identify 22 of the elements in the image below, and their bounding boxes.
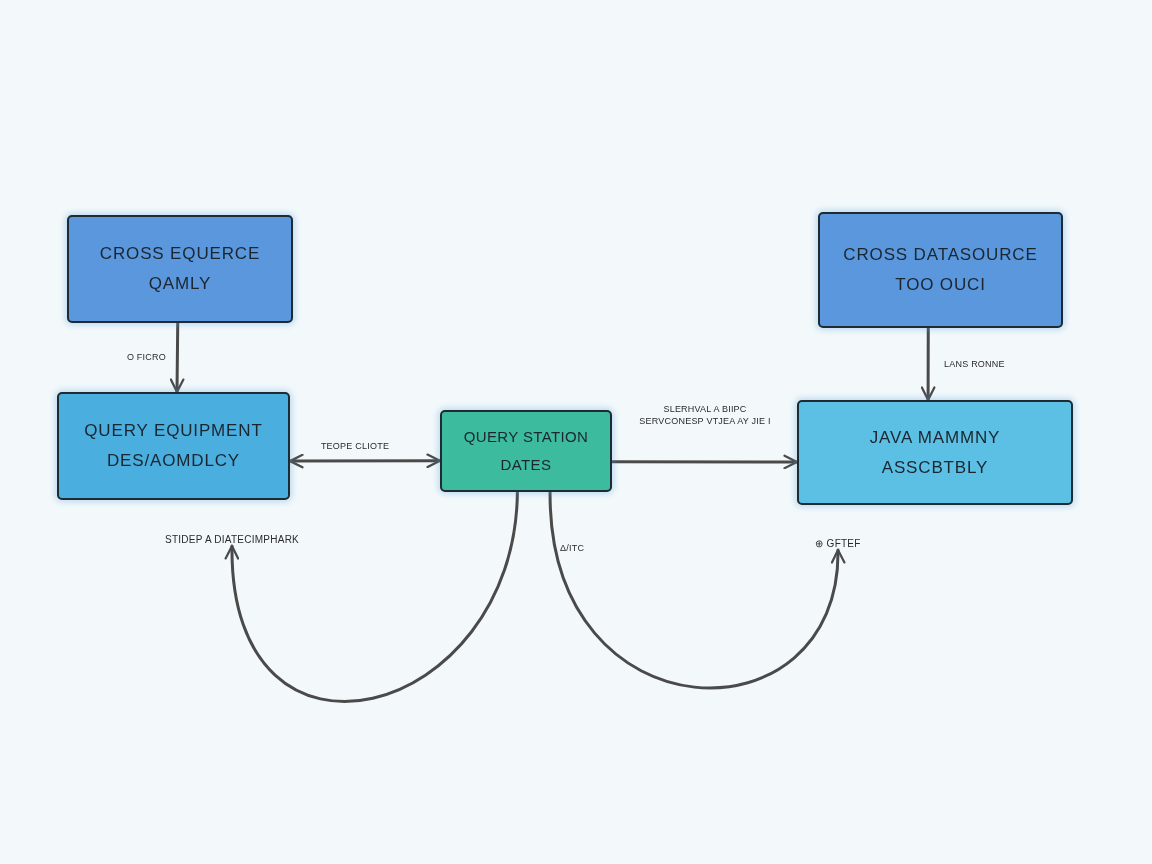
annotation-text: ⊕ GFTEF [815,537,861,550]
arrow [610,454,799,470]
process-box [67,215,293,323]
arrow [920,326,936,402]
arrow [169,321,185,394]
annotation-text: STIDEP A DIATECIMPHARK [164,533,300,546]
box-text: JAVA MAMMNY ASSCBTBLY [868,426,1002,479]
box-text: QUERY STATION DATES [462,427,590,475]
edge-label: LANS RONNE [942,358,1007,370]
double-arrow [288,453,442,469]
edge-label: TEOPE CLIOTE [318,440,392,452]
curved-arrow [548,490,844,689]
edge-label: Δ/ITC [558,542,587,554]
edge-label: O FICRO [124,351,168,363]
box-text: CROSS DATASOURCE TOO OUCI [842,244,1039,296]
box-text: QUERY EQUIPMENT DES/AOMDLCY [83,420,264,472]
process-box [818,212,1063,328]
process-box [797,400,1073,505]
process-box [57,392,290,500]
box-text: CROSS EQUERCE QAMLY [98,243,262,295]
curved-arrow [225,490,519,703]
process-box [440,410,612,492]
